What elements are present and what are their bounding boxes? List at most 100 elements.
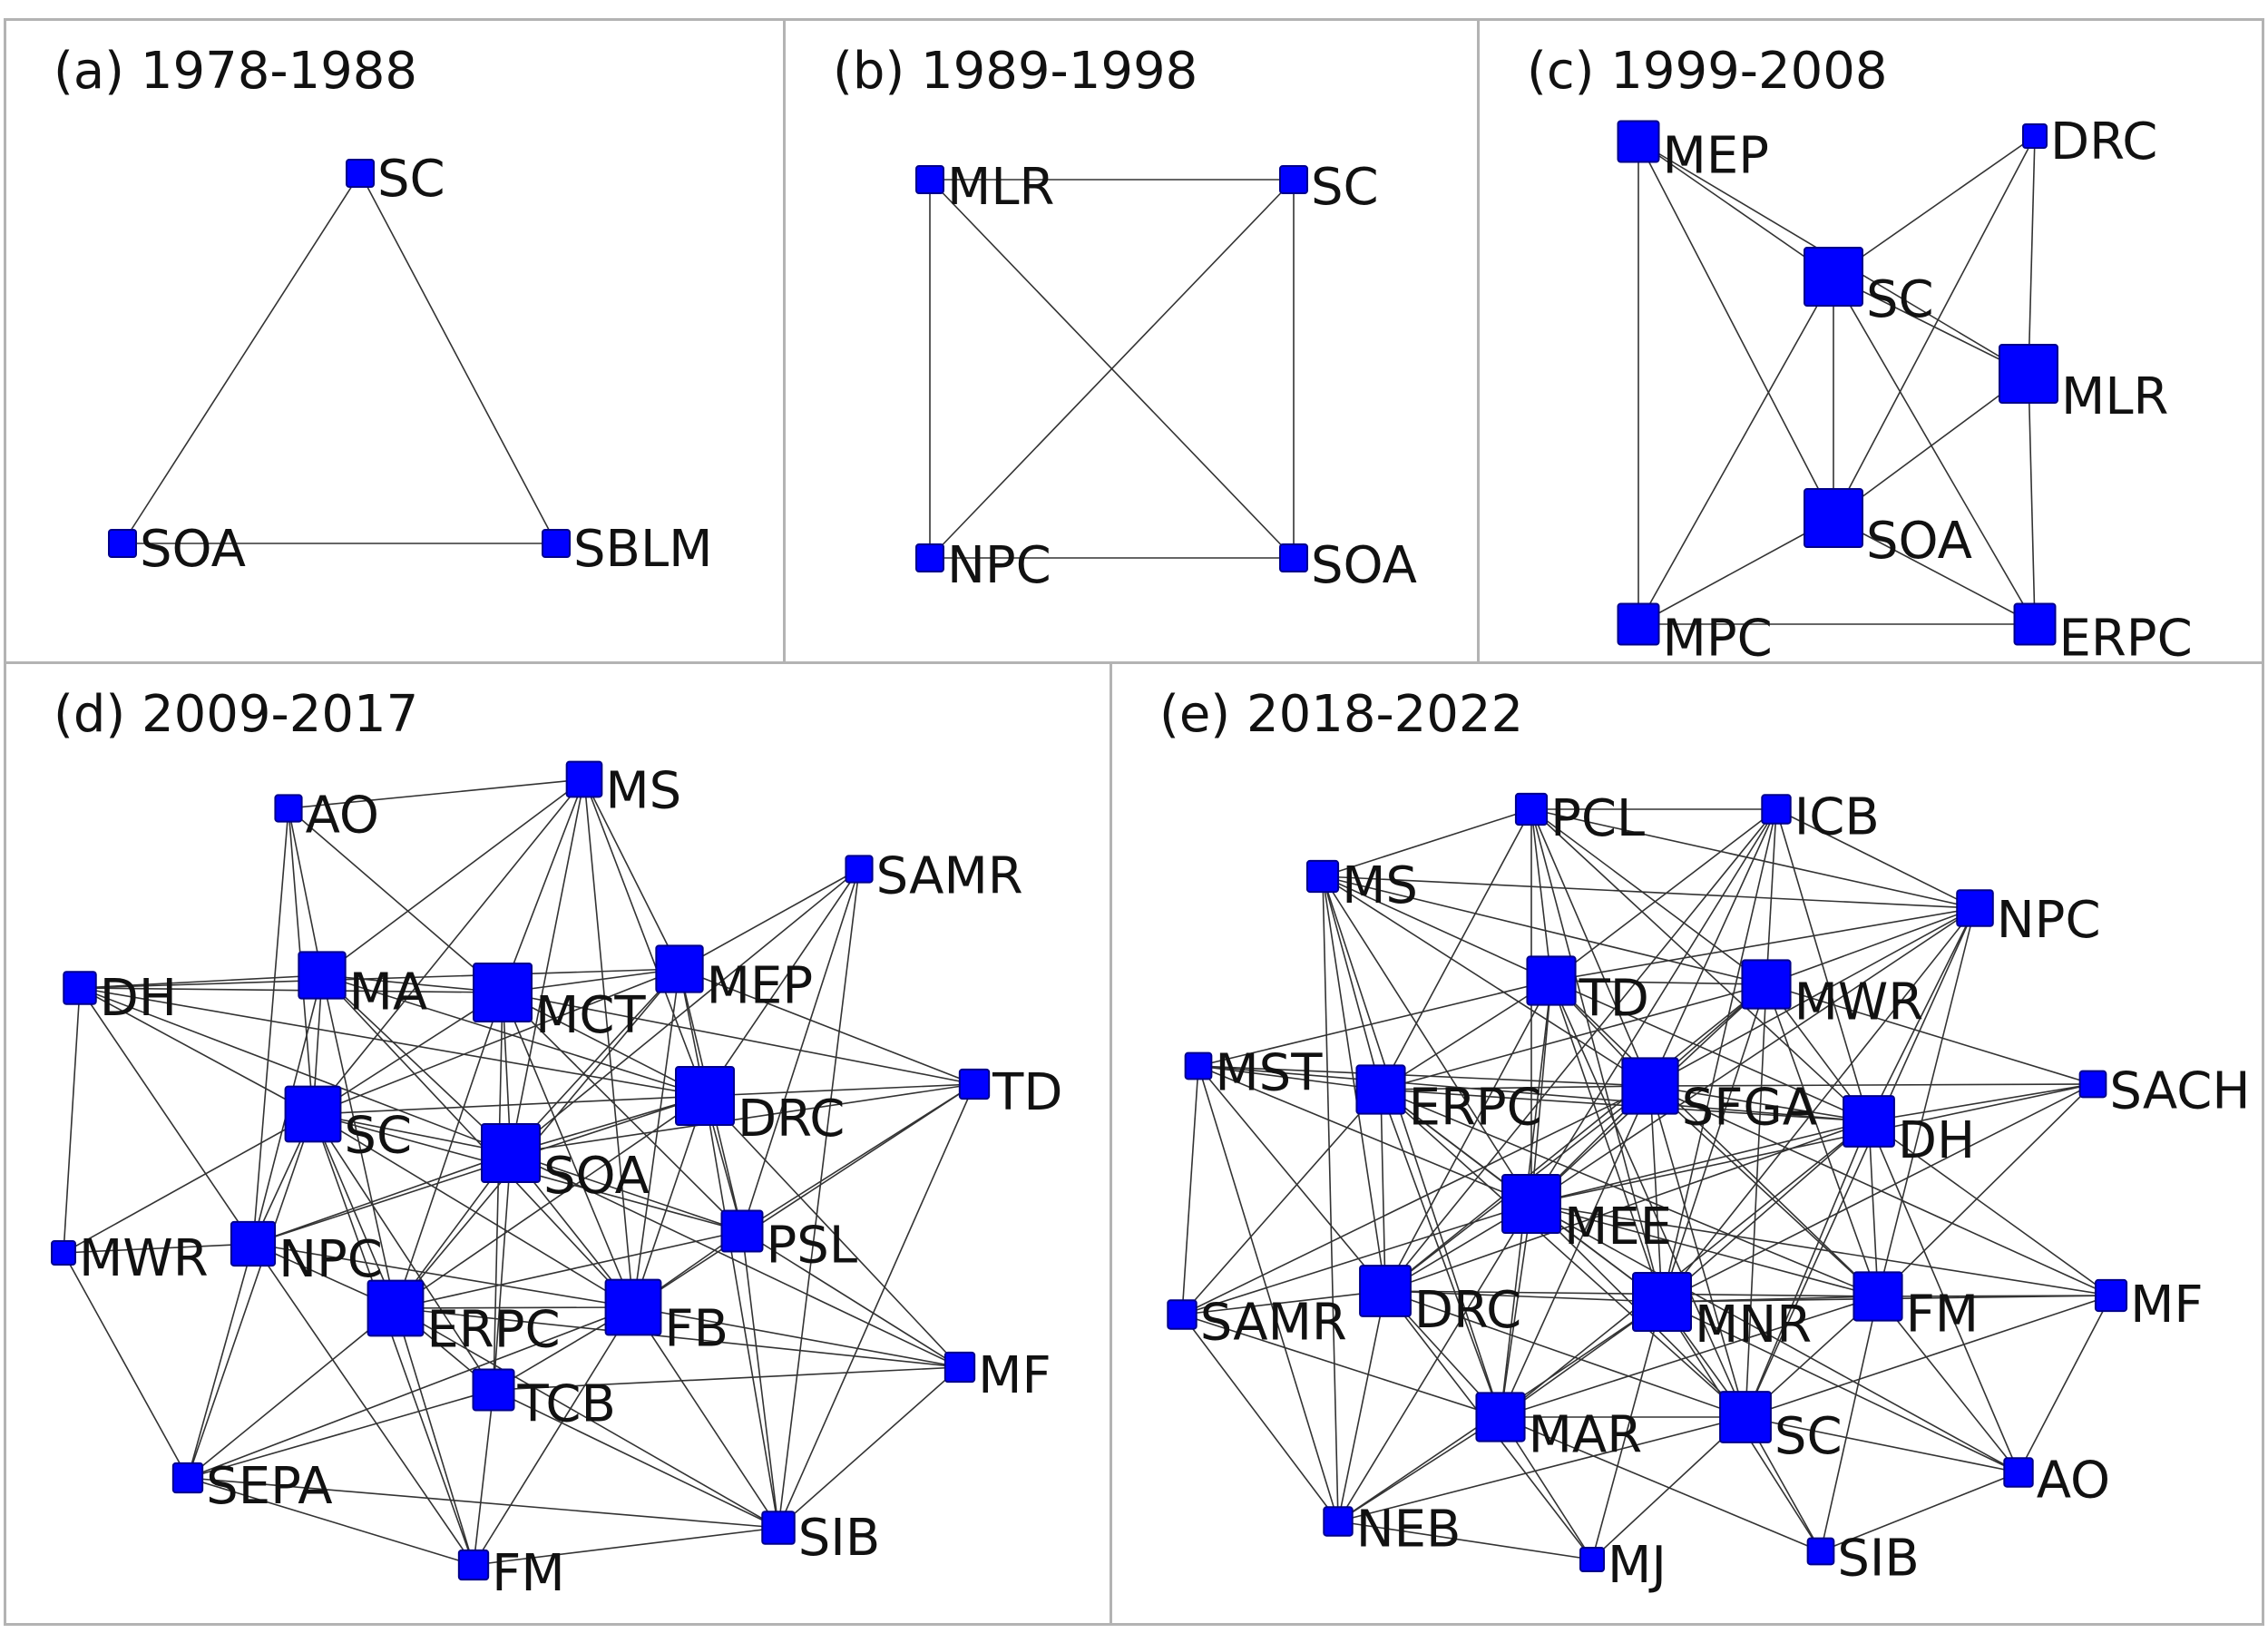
node-label: NPC <box>1997 891 2101 950</box>
edge-sfga-samr <box>1181 1085 1651 1315</box>
edge-mwr-fm <box>1765 983 1879 1297</box>
node-label: NPC <box>279 1230 383 1289</box>
node-drc: DRC <box>675 1066 845 1149</box>
edge-sib-fm <box>473 1527 779 1566</box>
node-square <box>1617 602 1660 646</box>
node-label: SEPA <box>206 1457 332 1516</box>
edge-td-drc <box>704 1083 975 1097</box>
edge-mst-dh <box>1198 1065 1870 1122</box>
node-label: AO <box>2037 1452 2110 1511</box>
node-mee: MEE <box>1501 1174 1672 1257</box>
edge-mst-samr <box>1181 1065 1199 1315</box>
node-sc: SC <box>1804 247 1934 329</box>
node-square <box>943 1351 976 1384</box>
edge-samr-sib <box>777 868 860 1529</box>
edge-sc-erpc <box>1833 276 2036 625</box>
edge-mct-tcb <box>493 992 503 1391</box>
node-label: SC <box>377 150 445 209</box>
node-label: MWR <box>1794 973 1924 1032</box>
edge-psl-sib <box>741 1230 779 1529</box>
edge-erpc-samr <box>1181 1089 1382 1315</box>
edge-mf-sc <box>1745 1295 2112 1418</box>
edge-icb-mee <box>1530 808 1777 1205</box>
node-square <box>845 855 874 884</box>
node-square <box>2094 1278 2128 1313</box>
edge-mee-mar <box>1500 1203 1532 1418</box>
panel-title: (c) 1999-2008 <box>1527 42 1888 101</box>
edge-ms-npc <box>1322 875 1976 909</box>
edge-td-mee <box>1530 980 1552 1205</box>
edge-dh-fm <box>1868 1120 1879 1297</box>
node-psl: PSL <box>720 1209 857 1276</box>
edge-td-drc <box>1384 980 1552 1292</box>
edge-mst-erpc <box>1198 1065 1382 1090</box>
node-fm: FM <box>457 1544 565 1603</box>
edge-dh-mf <box>1868 1120 2112 1296</box>
node-square <box>298 951 347 1000</box>
node-label: SAMR <box>876 847 1023 906</box>
node-square <box>1279 543 1308 572</box>
edge-fm-ao <box>1877 1296 2019 1473</box>
node-label: MJ <box>1608 1536 1667 1595</box>
node-td: TD <box>958 1063 1062 1122</box>
edge-sfga-mar <box>1500 1085 1651 1418</box>
edge-sc-soa <box>122 172 361 544</box>
node-square <box>1514 792 1549 826</box>
edge-fb-sib <box>632 1306 779 1529</box>
node-square <box>915 165 944 194</box>
edge-dh-mep <box>79 968 680 989</box>
node-label: MEE <box>1564 1198 1672 1257</box>
edge-ma-soa <box>321 974 512 1154</box>
edge-ma-fb <box>321 974 634 1308</box>
node-dh: DH <box>63 969 177 1028</box>
node-icb: ICB <box>1761 788 1880 847</box>
node-label: SBLM <box>573 520 712 579</box>
node-mep: MEP <box>1617 120 1769 186</box>
node-square <box>604 1278 662 1336</box>
node-mf: MF <box>943 1346 1051 1405</box>
node-square <box>346 159 375 188</box>
edge-mwr-mnr <box>1661 983 1767 1303</box>
node-label: MEP <box>707 957 813 1016</box>
node-label: SC <box>1311 158 1379 217</box>
node-square <box>108 529 137 558</box>
edge-mwr-npc <box>63 1243 254 1254</box>
node-soa: SOA <box>1279 536 1417 595</box>
node-sfga: SFGA <box>1621 1057 1817 1138</box>
node-square <box>1526 955 1577 1006</box>
edge-erpc-mf <box>395 1307 961 1368</box>
node-square <box>230 1220 277 1267</box>
node-square <box>1806 1537 1835 1566</box>
edge-dh-sach <box>1868 1083 2094 1122</box>
edge-icb-dh <box>1775 808 1870 1122</box>
edge-dh-soa <box>79 987 512 1154</box>
edge-ao-ma <box>288 807 323 976</box>
edge-mst-neb <box>1198 1065 1339 1522</box>
edge-sc-mpc <box>1637 276 1834 625</box>
edge-td-erpc <box>1380 980 1552 1090</box>
edge-pcl-mnr <box>1530 808 1663 1303</box>
node-square <box>472 1368 515 1412</box>
edge-sfga-sach <box>1649 1083 2094 1087</box>
node-square <box>367 1279 425 1337</box>
edge-mnr-mj <box>1591 1301 1663 1560</box>
edge-pcl-td <box>1530 808 1552 982</box>
edges <box>929 179 1295 559</box>
edge-tcb-sepa <box>187 1389 494 1479</box>
node-drc: DRC <box>2022 112 2157 171</box>
panel-title: (a) 1978-1988 <box>54 42 418 101</box>
node-sib: SIB <box>761 1509 880 1568</box>
node-square <box>274 794 303 823</box>
edge-npc-td <box>1550 907 1976 982</box>
node-label: SOA <box>1311 536 1417 595</box>
edge-npc-sepa <box>187 1243 254 1479</box>
node-label: FM <box>1906 1286 1980 1345</box>
edge-sc-fb <box>312 1113 634 1308</box>
node-label: MCT <box>535 986 646 1045</box>
node-soa: SOA <box>1804 488 1972 571</box>
edge-mct-sc <box>312 992 503 1115</box>
